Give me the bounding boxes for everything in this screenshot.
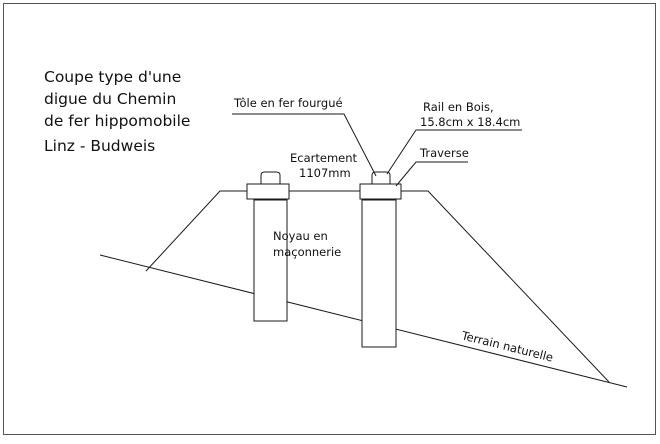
label-ecartement-line2: 1107mm [299,166,351,180]
label-ecartement-line1: Ecartement [290,151,358,165]
label-rail-line1: Rail en Bois, [423,100,494,114]
label-traverse: Traverse [419,146,469,160]
leader-traverse [395,161,468,187]
label-tole: Tôle en fer fourgué [233,96,343,110]
leader-rail [386,129,522,175]
title-line-1: Coupe type d'une [44,68,181,86]
masonry-core-left [253,199,288,322]
embankment-left-slope [145,190,247,272]
sleeper-left [246,183,290,200]
embankment-right-slope [401,190,610,383]
title-line-4: Linz - Budweis [44,137,155,155]
rail-right [371,171,391,185]
title-line-2: digue du Chemin [44,90,176,108]
rail-left [260,171,281,185]
label-noyau-line2: maçonnerie [273,245,341,259]
sleeper-right [359,183,402,200]
image-frame [3,3,656,435]
masonry-core-right [361,199,397,348]
label-noyau-line1: Noyau en [273,229,328,243]
leader-tole [232,113,377,177]
title-line-3: de fer hippomobile [44,112,190,130]
label-rail-line2: 15.8cm x 18.4cm [420,115,520,129]
label-terrain: Terrain naturelle [459,328,554,365]
